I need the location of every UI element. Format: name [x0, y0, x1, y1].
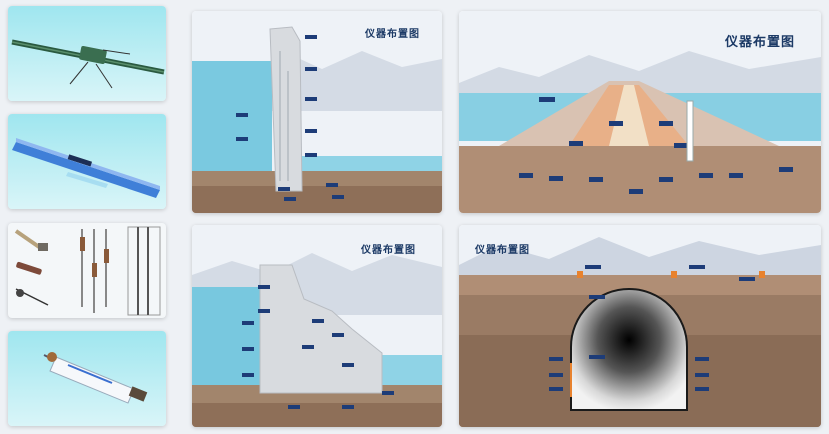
panel-title: 仪器布置图 — [361, 245, 416, 256]
panel-tunnel[interactable]: 仪器布置图 — [459, 225, 821, 427]
panel-buttress-dam[interactable]: 仪器布置图 — [192, 225, 442, 427]
gravity-dam-diagram — [192, 11, 442, 213]
piezometer-icon — [14, 226, 161, 316]
panel-gravity-dam[interactable]: 仪器布置图 — [192, 11, 442, 213]
cylinder-sensor-icon — [43, 352, 148, 404]
panel-title: 仪器布置图 — [475, 245, 530, 256]
thumbnail-blue-rail-sensor[interactable] — [8, 114, 166, 209]
panel-title: 仪器布置图 — [724, 35, 795, 50]
panel-earth-dam[interactable]: 仪器布置图 — [459, 11, 821, 213]
cable-clamp-icon — [11, 39, 165, 89]
thumbnail-cylindrical-sensor[interactable] — [8, 331, 166, 426]
thumbnail-piezometer-set[interactable] — [8, 223, 166, 318]
earth-dam-diagram — [459, 11, 821, 213]
tunnel-diagram — [459, 225, 821, 427]
stepped-dam-diagram — [192, 225, 442, 427]
thumbnail-cable-clamp[interactable] — [8, 6, 166, 101]
rail-sensor-icon — [12, 138, 160, 198]
panel-title: 仪器布置图 — [365, 29, 420, 40]
